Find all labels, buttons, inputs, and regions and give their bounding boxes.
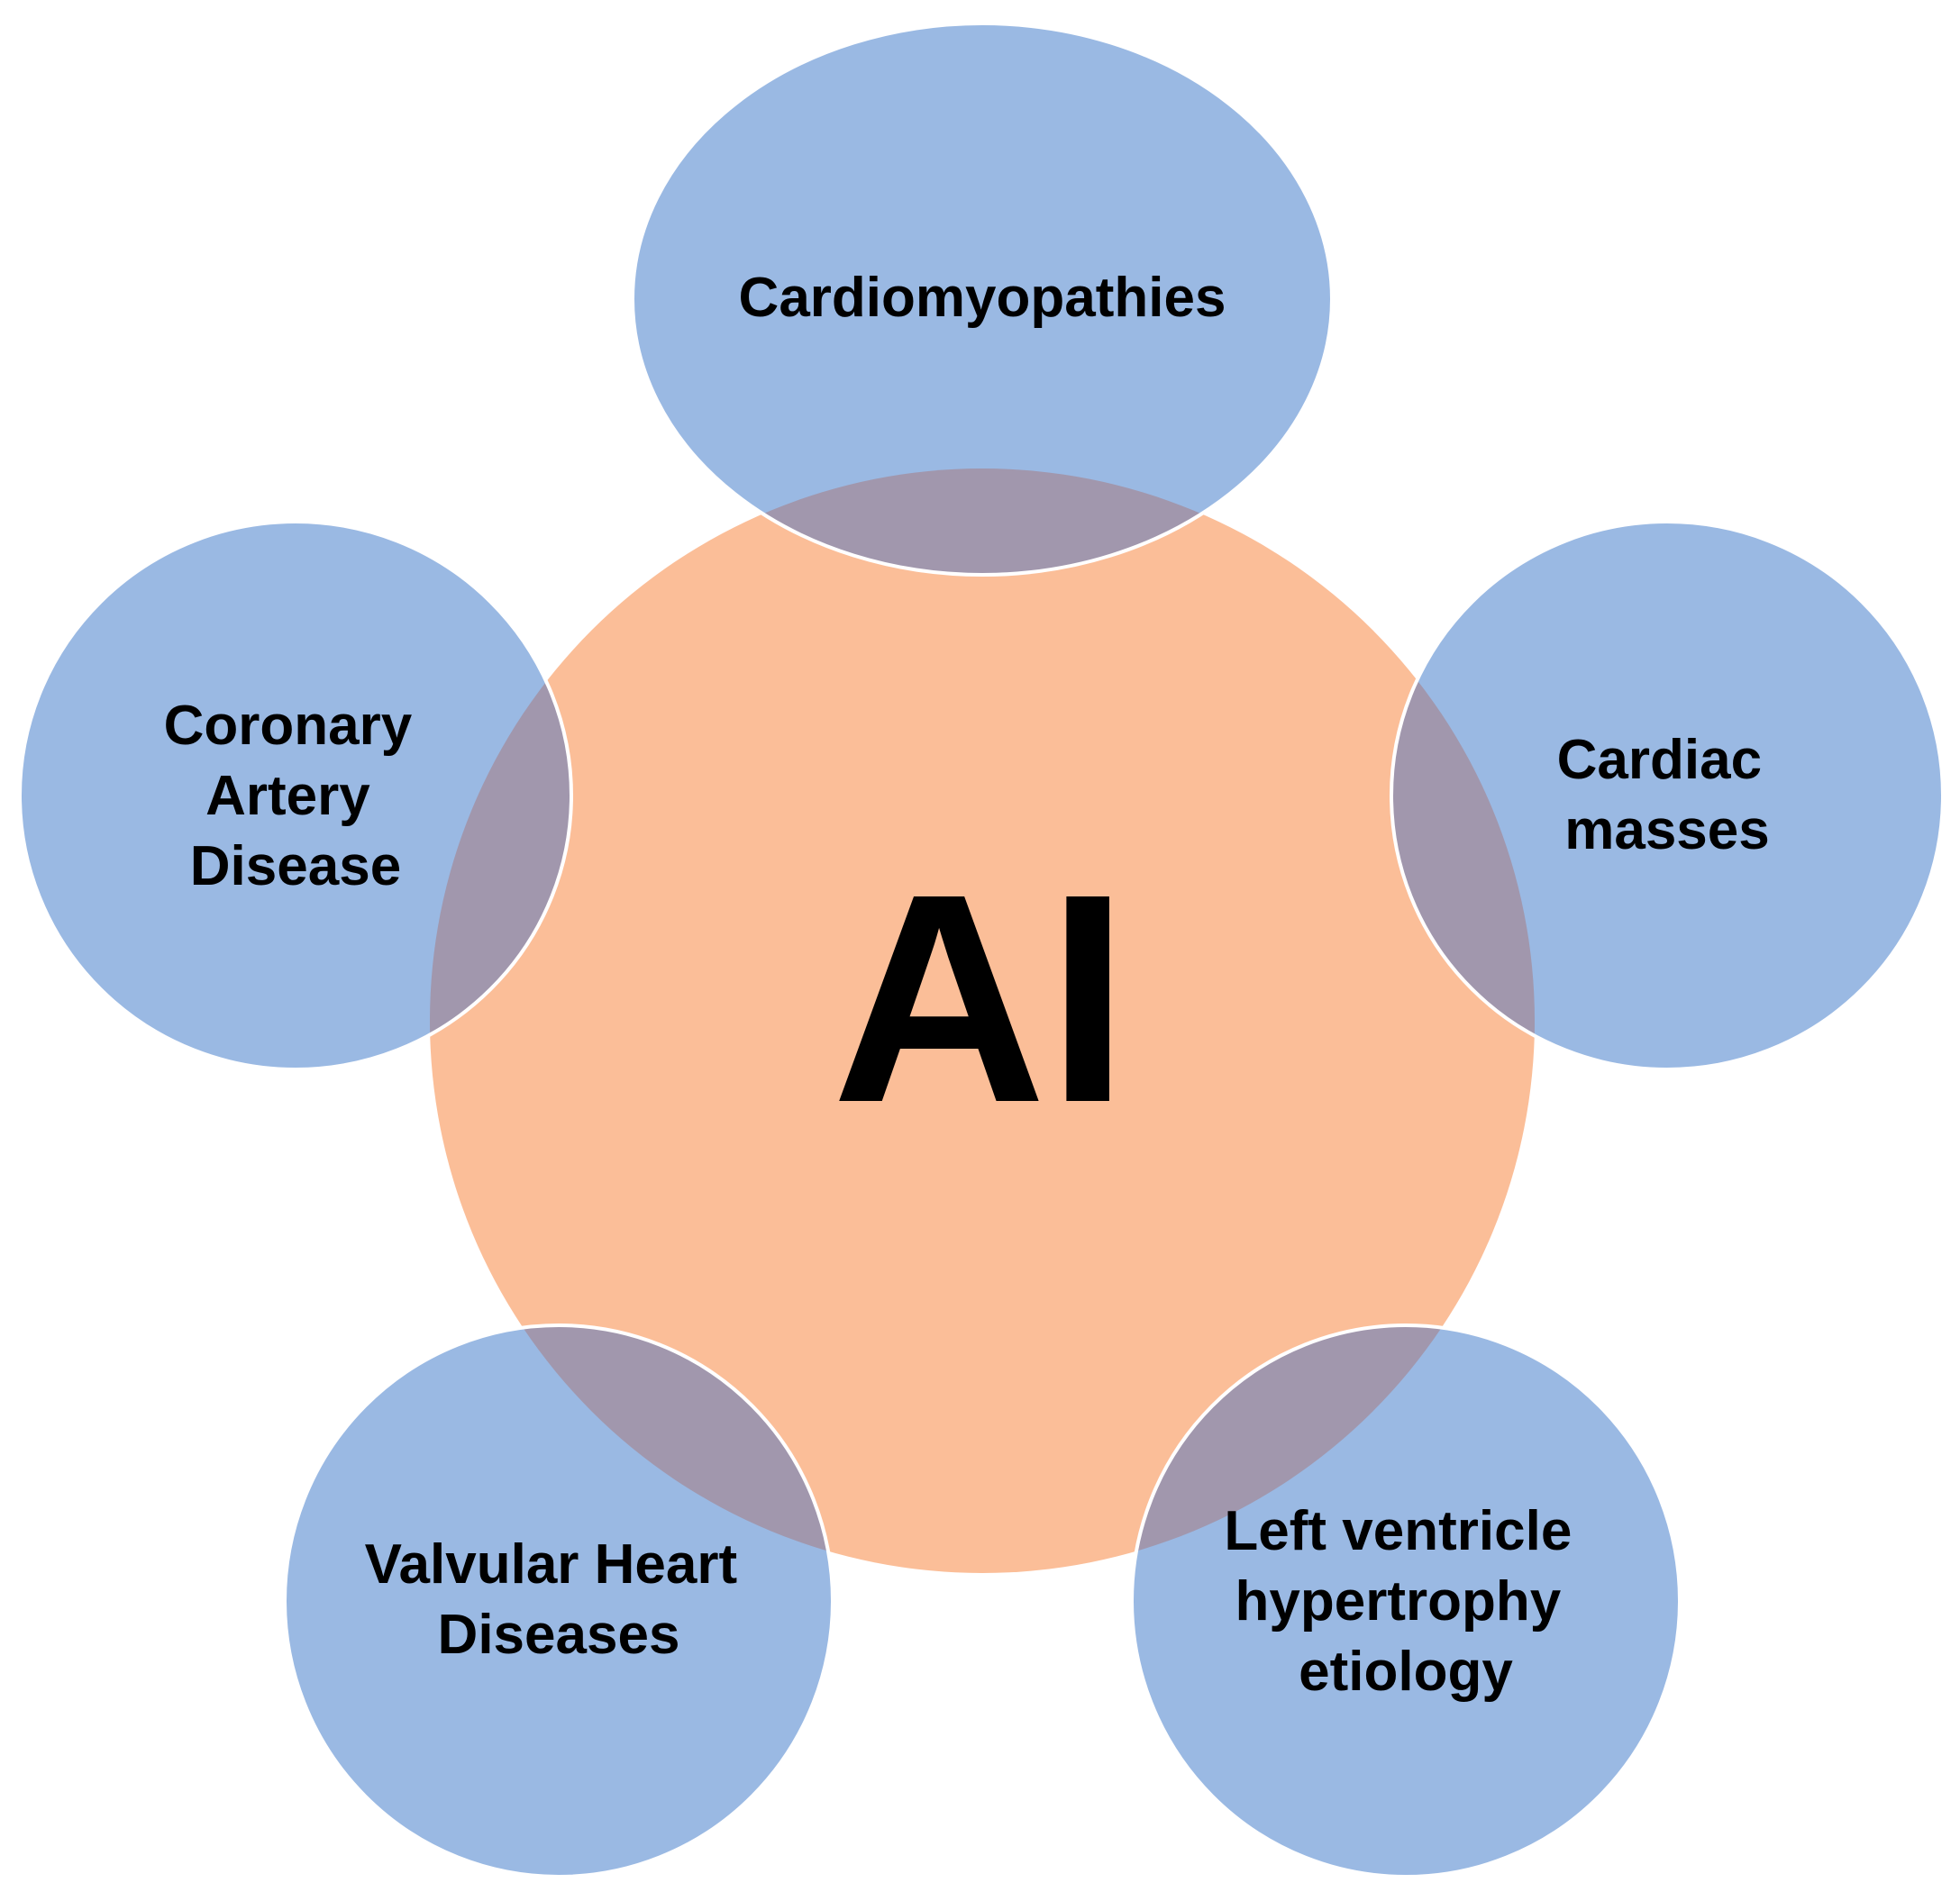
label-line: masses — [1564, 799, 1770, 861]
label-line: Artery — [205, 765, 370, 827]
outline-coronary-artery-disease — [18, 520, 573, 1071]
label-cardiomyopathies: Cardiomyopathies — [739, 267, 1226, 329]
label-line: Diseases — [438, 1604, 680, 1666]
label-cardiac-masses: Cardiac masses — [1557, 729, 1778, 861]
satellite-coronary-artery-disease — [20, 522, 571, 1069]
outline-left-ventricle-hypertrophy — [1130, 1323, 1682, 1878]
satellite-cardiac-masses — [1391, 522, 1943, 1069]
overlap-valvular-heart-diseases — [430, 1325, 833, 1573]
label-line: hypertrophy — [1235, 1570, 1562, 1633]
satellite-outlines — [18, 22, 1945, 1878]
satellite-shape — [633, 23, 1332, 575]
label-line: Cardiac — [1557, 729, 1762, 791]
satellite-shape — [20, 522, 571, 1069]
overlap-left-ventricle-hypertrophy — [1132, 1325, 1535, 1573]
label-line: Cardiomyopathies — [739, 267, 1226, 329]
satellite-cardiomyopathies — [633, 23, 1332, 575]
center-circle — [430, 468, 1535, 1573]
label-line: etiology — [1299, 1641, 1513, 1703]
label-line: Coronary — [164, 695, 413, 757]
label-valvular-heart-diseases: Valvular Heart Diseases — [365, 1533, 753, 1666]
label-coronary-artery-disease: Coronary Artery Disease — [164, 695, 428, 897]
satellite-shape — [1391, 522, 1943, 1069]
label-line: Valvular Heart — [365, 1533, 738, 1596]
center-label: AI — [832, 832, 1129, 1164]
outline-cardiomyopathies — [631, 22, 1334, 577]
label-left-ventricle-hypertrophy: Left ventricle hypertrophy etiology — [1224, 1500, 1587, 1703]
label-line: Disease — [190, 835, 401, 897]
outline-cardiac-masses — [1390, 520, 1945, 1071]
label-line: Left ventricle — [1224, 1500, 1572, 1562]
outline-valvular-heart-diseases — [283, 1323, 834, 1878]
